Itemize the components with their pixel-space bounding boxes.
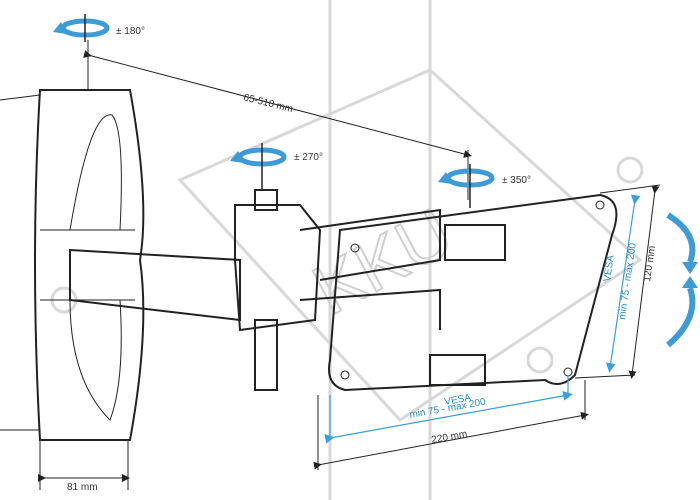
vesa-horizontal: VESA min 75 - max 200 [324, 375, 573, 444]
arm-extension-label: 65-510 mm [242, 92, 294, 115]
plate-width-label: 220 mm [431, 429, 468, 446]
swivel-top-label: ± 180° [116, 26, 145, 37]
wall-plate [0, 89, 145, 441]
vesa-vertical-range: min 75 - max 200 [617, 242, 639, 320]
swing-arm [69, 189, 441, 391]
rotate-arrow-icon [438, 164, 495, 208]
swivel-middle-label: ± 270° [294, 152, 323, 163]
vesa-vertical-title: VESA [602, 254, 617, 282]
dimension-arm-extension: 65-510 mm [83, 40, 472, 200]
tilt-arrow-icon [666, 212, 698, 348]
rotate-arrow-icon [53, 14, 110, 42]
rotate-arrow-icon [230, 143, 287, 189]
swivel-right-label: ± 350° [502, 175, 531, 186]
plate-height-label: 120 mm [642, 245, 658, 282]
dimension-plate-width: 220 mm [313, 380, 589, 470]
vesa-horizontal-title: VESA [444, 392, 473, 408]
vesa-vertical: VESA min 75 - max 200 [602, 194, 641, 373]
wall-width-label: 81 mm [67, 482, 98, 493]
dimension-wall-width: 81 mm [38, 440, 130, 493]
